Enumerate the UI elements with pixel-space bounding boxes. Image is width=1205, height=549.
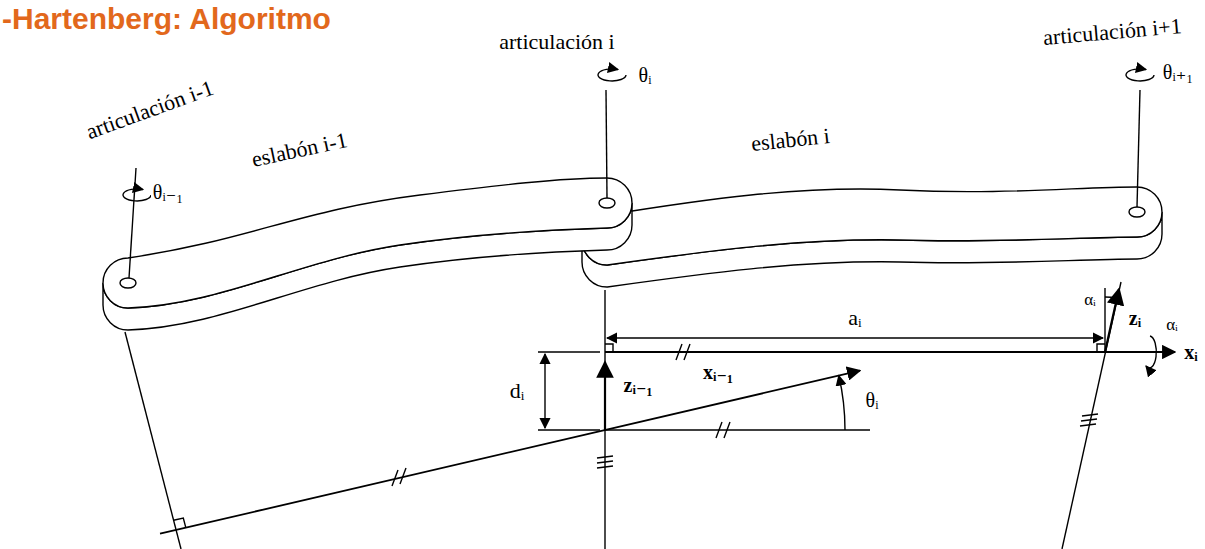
joint-name: articulación i+1 [1040,14,1184,51]
joint-hole [599,198,615,208]
page-title: -Hartenberg: Algoritmo [2,2,331,35]
joint-axis [1062,282,1121,549]
rotation-symbol [598,69,626,81]
x-axis-arrow [160,371,860,534]
twist-angle: αᵢ [1082,291,1098,310]
link-top-face [103,178,632,308]
joint-angle: θᵢ [637,64,654,86]
joint-name: articulación i [497,30,616,54]
right-angle-mark [1097,344,1105,352]
extension-line [538,429,600,430]
parallel-tick [716,422,730,438]
joint-axis [606,90,607,198]
right-angle-mark [174,518,186,528]
joint-angle: θᵢ₋₁ [151,181,185,203]
z-axis-arrow [1105,289,1119,352]
twist-angle: αᵢ [1164,316,1180,335]
parallel-tick [392,468,406,486]
spring-mark [597,456,613,468]
link-name: eslabón i-1 [248,128,352,173]
joint-axis [1137,90,1140,207]
joint-axis [125,332,181,549]
extension-line [538,351,600,352]
rotation-symbol [123,189,151,201]
link-offset: dᵢ [508,379,527,403]
axis-name: xᵢ [1182,341,1200,363]
spring-mark [1080,414,1098,426]
z-axis-arrow [604,362,606,430]
dimension-line [544,354,545,428]
x-axis-arrow [605,351,1175,353]
joint-hole [120,278,136,288]
joint-axis [129,168,136,278]
link-top-face [582,187,1162,265]
axis-name: zᵢ₋₁ [622,374,655,396]
rotation-symbol [1126,69,1154,81]
right-angle-mark [605,344,613,352]
link-name: eslabón i [748,124,833,157]
rotation-symbol [1146,336,1156,368]
joint-axis [604,290,605,549]
reference-line [605,429,870,430]
link-length: aᵢ [846,306,863,330]
axis-name: zᵢ [1127,307,1143,329]
joint-hole [1129,207,1145,217]
axis-name: xᵢ₋₁ [701,361,735,383]
joint-angle: θᵢ [864,389,881,411]
angle-arc [1105,297,1117,298]
joint-name: articulación i-1 [81,75,219,145]
joint-angle: θᵢ₊₁ [1161,61,1195,83]
angle-arc [839,376,845,431]
dimension-line [607,337,1103,338]
